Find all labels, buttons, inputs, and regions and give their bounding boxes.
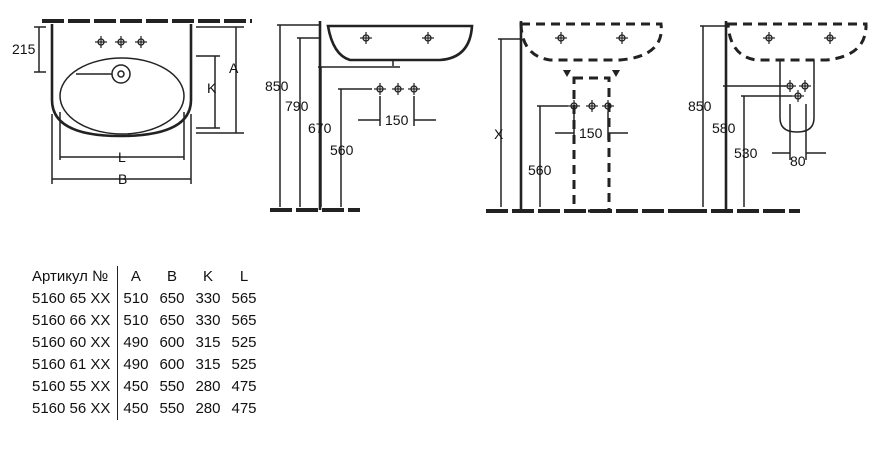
table-cell: 550: [159, 400, 185, 417]
water-inlet-icon: [407, 82, 421, 96]
table-cell: 330: [195, 312, 221, 329]
table-cell: 5160 61 XX: [30, 354, 119, 376]
table-cell: 280: [195, 400, 221, 417]
height-850-dim: 850: [265, 78, 289, 94]
water-inlet-icon: [791, 89, 805, 103]
table-cell: 5160 56 XX: [30, 398, 119, 420]
tap-hole-icon: [359, 31, 373, 45]
table-cell: 5160 55 XX: [30, 376, 119, 398]
table-cell: 475: [231, 400, 257, 417]
column-header-a: A: [130, 268, 141, 285]
side-view-wall-hung: 850 790 670 560 150: [265, 21, 474, 212]
table-cell: 280: [195, 378, 221, 395]
table-cell: 565: [231, 290, 257, 307]
pedestal-inlet-spacing-dim: 150: [579, 125, 603, 141]
tap-hole-icon: [421, 31, 435, 45]
table-cell: 600: [159, 334, 185, 351]
water-inlet-icon: [567, 99, 581, 113]
water-inlet-icon: [373, 82, 387, 96]
x-dim-label: X: [494, 126, 504, 142]
half-pedestal-view: 850 580 530 80: [685, 21, 868, 213]
a-dim-label: A: [229, 60, 239, 76]
table-cell: 525: [231, 356, 257, 373]
height-670-dim: 670: [308, 120, 332, 136]
half-pedestal-580-dim: 580: [712, 120, 736, 136]
front-height-dim: 215: [12, 41, 36, 57]
table-header-row: Артикул № A B K L: [30, 266, 263, 288]
table-cell: 330: [195, 290, 221, 307]
table-cell: 650: [159, 312, 185, 329]
column-header-k: K: [202, 268, 213, 285]
table-cell: 450: [123, 400, 149, 417]
column-header-b: B: [166, 268, 177, 285]
table-cell: 5160 60 XX: [30, 332, 119, 354]
half-pedestal-width-dim: 80: [790, 153, 806, 169]
table-cell: 475: [231, 378, 257, 395]
k-dim-label: K: [207, 80, 217, 96]
pedestal-view: X 560 150: [486, 21, 685, 213]
arrow-down-icon: [563, 70, 571, 77]
table-cell: 510: [123, 290, 149, 307]
l-dim-label: L: [118, 149, 126, 165]
table-cell: 550: [159, 378, 185, 395]
tap-hole-icon: [554, 31, 568, 45]
table-cell: 490: [123, 356, 149, 373]
column-header-article: Артикул №: [30, 266, 119, 288]
pedestal-height-560-dim: 560: [528, 162, 552, 178]
water-inlet-icon: [585, 99, 599, 113]
table-cell: 450: [123, 378, 149, 395]
table-cell: 490: [123, 334, 149, 351]
half-pedestal-530-dim: 530: [734, 145, 758, 161]
inlet-spacing-dim: 150: [385, 112, 409, 128]
tap-hole-icon: [134, 35, 148, 49]
column-header-l: L: [239, 268, 249, 285]
water-inlet-icon: [601, 99, 615, 113]
table-cell: 650: [159, 290, 185, 307]
table-cell: 525: [231, 334, 257, 351]
table-cell: 5160 65 XX: [30, 288, 119, 310]
tap-hole-icon: [114, 35, 128, 49]
table-cell: 315: [195, 356, 221, 373]
front-view: 215 A K L B: [12, 19, 252, 187]
water-inlet-icon: [798, 79, 812, 93]
table-cell: 315: [195, 334, 221, 351]
water-inlet-icon: [391, 82, 405, 96]
half-pedestal-850-dim: 850: [688, 98, 712, 114]
table-cell: 5160 66 XX: [30, 310, 119, 332]
table-cell: 600: [159, 356, 185, 373]
tap-hole-icon: [762, 31, 776, 45]
table-cell: 565: [231, 312, 257, 329]
height-560-dim: 560: [330, 142, 354, 158]
arrow-down-icon: [612, 70, 620, 77]
tap-hole-icon: [823, 31, 837, 45]
technical-drawing: 215 A K L B 850 790: [12, 19, 868, 213]
b-dim-label: B: [118, 171, 127, 187]
table-cell: 510: [123, 312, 149, 329]
height-790-dim: 790: [285, 98, 309, 114]
tap-hole-icon: [615, 31, 629, 45]
tap-hole-icon: [94, 35, 108, 49]
